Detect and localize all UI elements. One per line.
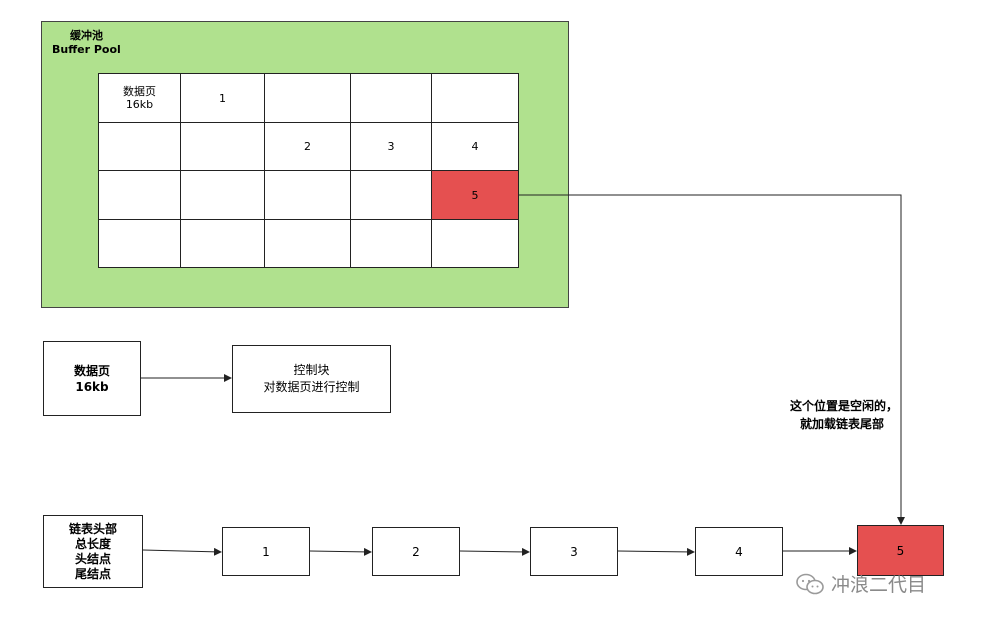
data-page-line2: 16kb bbox=[75, 379, 109, 394]
free-note-line1: 这个位置是空闲的， bbox=[789, 399, 898, 413]
grid-cell bbox=[431, 73, 519, 123]
watermark: 冲浪二代目 bbox=[795, 570, 926, 597]
arrow-head-to-node1 bbox=[142, 547, 222, 556]
buffer-pool-title-en: Buffer Pool bbox=[52, 43, 121, 56]
arrow-node1-to-node2 bbox=[309, 547, 372, 556]
grid-cell bbox=[431, 219, 519, 268]
grid-cell bbox=[180, 219, 265, 268]
arrow-node3-to-node4 bbox=[617, 547, 695, 556]
grid-cell-page-1: 1 bbox=[180, 73, 265, 123]
free-note-line2: 就加载链表尾部 bbox=[799, 417, 884, 431]
list-node-4: 4 bbox=[695, 527, 783, 576]
watermark-text: 冲浪二代目 bbox=[831, 574, 927, 596]
list-node-3: 3 bbox=[530, 527, 618, 576]
list-tail-node-line: 尾结点 bbox=[74, 566, 111, 581]
list-length-line: 总长度 bbox=[74, 536, 111, 551]
free-position-note: 这个位置是空闲的， 就加载链表尾部 bbox=[748, 397, 898, 433]
list-node-5-tail: 5 bbox=[857, 525, 944, 576]
arrow-page5-to-tail bbox=[519, 194, 905, 525]
grid-cell bbox=[350, 219, 432, 268]
list-node-1: 1 bbox=[222, 527, 310, 576]
control-block-line2: 对数据页进行控制 bbox=[263, 380, 360, 394]
list-node-2: 2 bbox=[372, 527, 460, 576]
grid-cell bbox=[264, 219, 351, 268]
grid-cell-page-2: 2 bbox=[264, 122, 351, 171]
grid-cell bbox=[98, 219, 181, 268]
grid-cell-page-3: 3 bbox=[350, 122, 432, 171]
data-page-box: 数据页 16kb bbox=[43, 341, 141, 416]
list-head-node-line: 头结点 bbox=[74, 551, 111, 566]
wechat-icon bbox=[796, 573, 824, 594]
control-block-box: 控制块 对数据页进行控制 bbox=[232, 345, 391, 413]
buffer-pool-title: 缓冲池 Buffer Pool bbox=[52, 29, 172, 57]
grid-cell bbox=[264, 73, 351, 123]
list-head-box: 链表头部 总长度 头结点 尾结点 bbox=[43, 515, 143, 588]
control-block-line1: 控制块 bbox=[293, 363, 330, 377]
buffer-pool-title-cn: 缓冲池 bbox=[70, 29, 103, 42]
arrow-node2-to-node3 bbox=[459, 547, 530, 556]
grid-cell-page-4: 4 bbox=[431, 122, 519, 171]
grid-cell bbox=[350, 73, 432, 123]
list-head-line: 链表头部 bbox=[68, 521, 117, 536]
data-page-line1: 数据页 bbox=[73, 363, 110, 378]
